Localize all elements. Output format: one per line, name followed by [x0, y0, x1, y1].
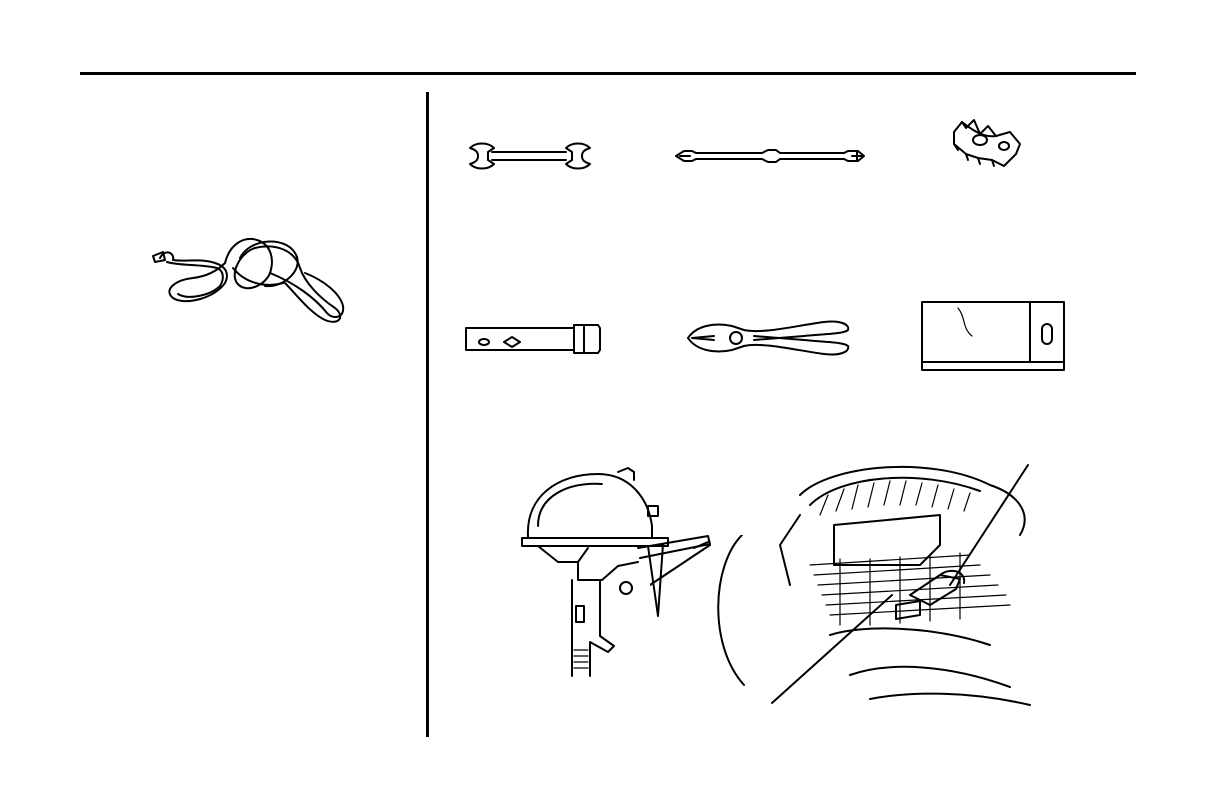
header-rule [80, 72, 1136, 75]
clip-location-detail-icon [770, 455, 1040, 707]
screwdriver-icon [672, 143, 868, 169]
pliers-icon [684, 316, 854, 360]
column-divider [426, 92, 429, 737]
lanyard-clip-icon [944, 110, 1026, 174]
spark-plug-wrench-icon [462, 322, 604, 356]
detail-callout-lines [650, 535, 750, 715]
emergency-starter-rope-icon [145, 228, 355, 328]
open-end-wrench-icon [466, 140, 596, 174]
tool-bag-icon [918, 298, 1068, 374]
